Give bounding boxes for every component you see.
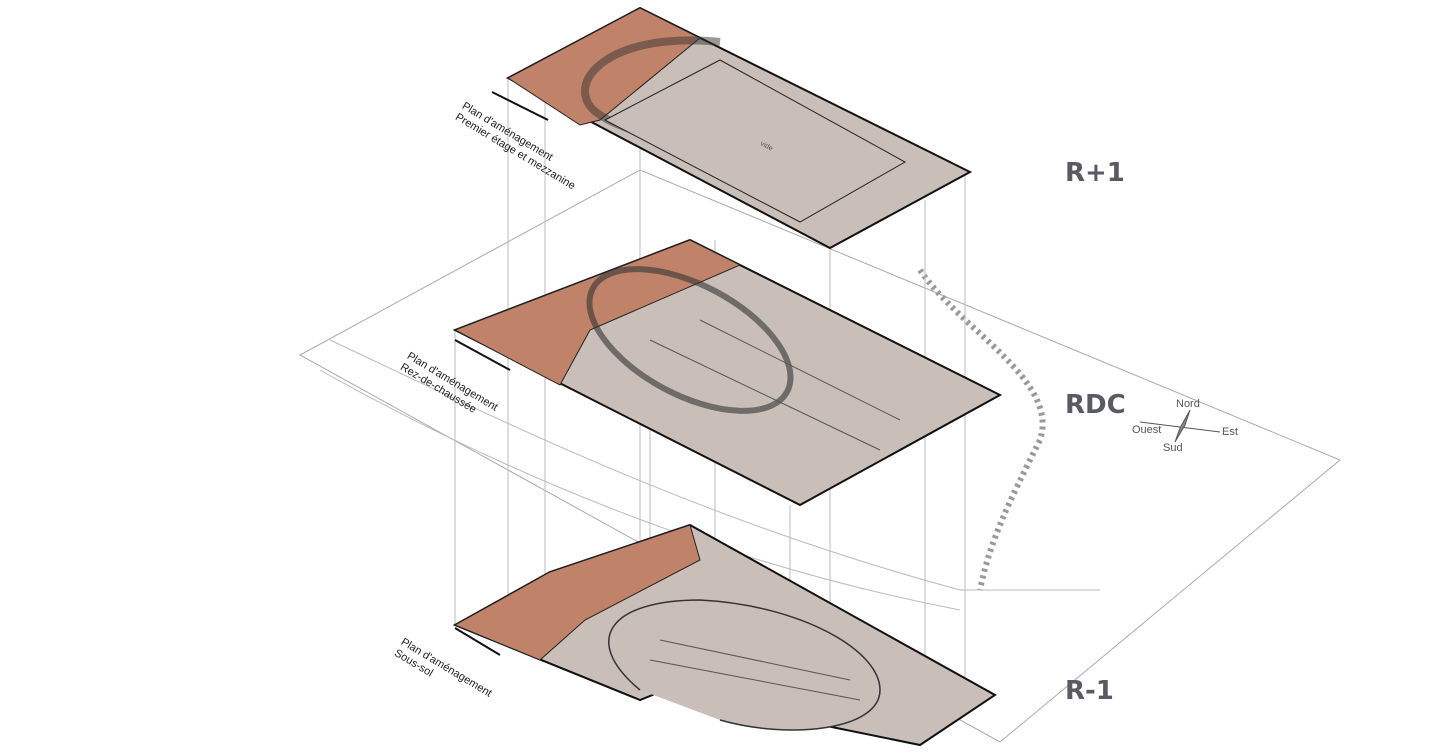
compass-east: Est [1222, 426, 1238, 438]
ground-floor-plan [452, 238, 1003, 507]
road [319, 339, 1100, 611]
basement-plan [452, 523, 997, 747]
level-label-upper: R+1 [1065, 158, 1125, 188]
level-label-basement: R-1 [1065, 676, 1114, 706]
compass-south: Sud [1163, 442, 1183, 454]
compass-rose-icon [1139, 409, 1221, 443]
level-label-ground: RDC [1065, 390, 1126, 420]
compass-north: Nord [1176, 398, 1200, 410]
landscape-path [917, 268, 1046, 591]
upper-floor-plan [505, 6, 973, 250]
compass-west: Ouest [1132, 424, 1162, 436]
